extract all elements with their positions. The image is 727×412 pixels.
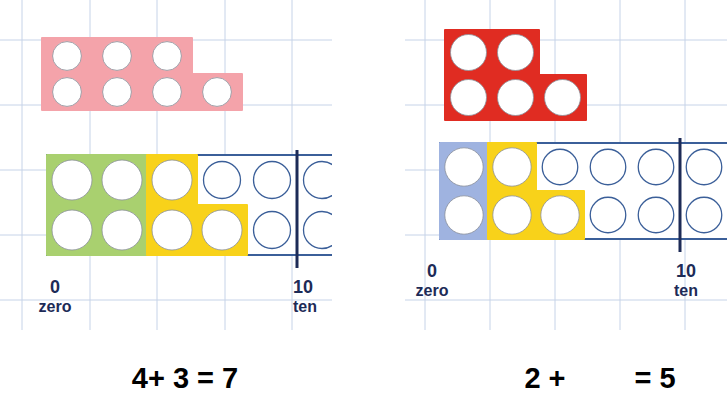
ten-marker: [679, 138, 682, 252]
piece-body: [445, 30, 586, 120]
scale-number: 10: [293, 278, 313, 296]
equation: 2 +: [524, 364, 565, 393]
ten-track: [47, 155, 332, 255]
piece-hole: [451, 80, 487, 116]
numicon-piece: [47, 155, 147, 255]
empty-hole: [204, 162, 241, 199]
piece-hole: [445, 196, 483, 234]
empty-hole: [686, 197, 722, 233]
numicon-piece: [488, 143, 584, 239]
grid-line: [405, 300, 727, 301]
equation: = 5: [634, 364, 675, 393]
piece-hole: [451, 35, 487, 71]
empty-hole: [254, 162, 291, 199]
piece-hole: [152, 160, 192, 200]
piece-hole: [493, 148, 531, 186]
empty-hole: [542, 149, 578, 185]
piece-body: [488, 143, 584, 239]
piece-hole: [545, 80, 581, 116]
piece-hole: [493, 196, 531, 234]
scale-word: zero: [39, 299, 72, 315]
piece-body: [47, 155, 147, 255]
scale-word: zero: [416, 283, 449, 299]
scale-number: 0: [427, 262, 437, 280]
empty-hole: [590, 149, 626, 185]
piece-hole: [52, 160, 92, 200]
piece-hole: [498, 35, 534, 71]
grid-line: [425, 0, 426, 330]
piece-hole: [102, 210, 142, 250]
piece-body: [147, 155, 247, 255]
equation: 4+ 3 = 7: [132, 364, 238, 393]
scale-number: 10: [676, 262, 696, 280]
empty-hole: [304, 212, 333, 249]
ten-track: [440, 143, 727, 239]
piece-hole: [103, 78, 132, 107]
piece-hole: [541, 196, 579, 234]
empty-hole: [254, 212, 291, 249]
empty-hole: [638, 197, 674, 233]
piece-hole: [102, 160, 142, 200]
empty-hole: [638, 149, 674, 185]
numicon-piece: [42, 38, 242, 110]
ten-marker: [296, 150, 299, 268]
piece-hole: [203, 78, 232, 107]
numicon-piece: [440, 143, 488, 239]
piece-hole: [53, 42, 82, 71]
scale-word: ten: [293, 299, 317, 315]
piece-hole: [103, 42, 132, 71]
numicon-piece: [445, 30, 586, 120]
piece-hole: [153, 42, 182, 71]
piece-body: [440, 143, 488, 239]
scale-word: ten: [674, 283, 698, 299]
numicon-piece: [147, 155, 247, 255]
right-panel: [405, 0, 727, 330]
empty-hole: [304, 162, 333, 199]
piece-hole: [202, 210, 242, 250]
empty-hole: [686, 149, 722, 185]
grid-line: [22, 0, 23, 330]
empty-hole: [590, 197, 626, 233]
scale-number: 0: [50, 278, 60, 296]
piece-hole: [498, 80, 534, 116]
piece-hole: [53, 78, 82, 107]
piece-hole: [152, 210, 192, 250]
piece-hole: [445, 148, 483, 186]
left-panel: [0, 0, 332, 330]
piece-body: [42, 38, 242, 110]
piece-hole: [52, 210, 92, 250]
piece-hole: [153, 78, 182, 107]
